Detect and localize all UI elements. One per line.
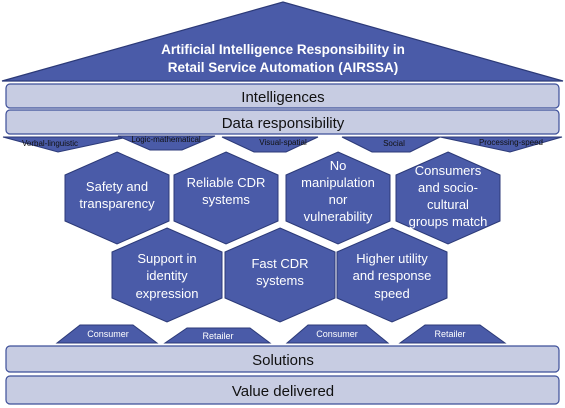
solutions-bar <box>5 345 560 373</box>
hex-fast-cdr-line2: systems <box>256 273 304 288</box>
intelligence-type-verbal: Verbal-linguistic <box>22 139 78 148</box>
intelligence-type-visual-shape <box>221 136 319 153</box>
value-delivered-bar <box>5 375 560 405</box>
stakeholder-consumer-1-shape <box>55 324 159 344</box>
hex-reliable-cdr-line1: Reliable CDR <box>187 175 266 190</box>
stakeholder-retailer-1: Retailer <box>202 331 233 341</box>
hex-safety <box>64 151 170 245</box>
hex-higher-utility-line2: and response <box>353 268 432 283</box>
roof-title-line2: Retail Service Automation (AIRSSA) <box>168 60 399 75</box>
intelligence-type-logic: Logic-mathematical <box>131 135 201 144</box>
hex-no-manipulation-line4: vulnerability <box>304 209 373 224</box>
hex-consumers-match-line4: groups match <box>409 214 488 229</box>
stakeholder-consumer-2-shape <box>285 324 390 344</box>
stakeholder-retailer-2-shape <box>398 324 507 344</box>
solutions-label: Solutions <box>252 352 314 369</box>
hex-consumers-match-line3: cultural <box>427 197 469 212</box>
hex-higher-utility-line1: Higher utility <box>356 251 428 266</box>
intelligence-type-verbal-shape <box>2 136 129 153</box>
hex-identity-expression-line3: expression <box>136 286 199 301</box>
stakeholder-consumer-1: Consumer <box>87 329 129 339</box>
roof <box>1 1 564 82</box>
hex-higher-utility-line3: speed <box>374 286 409 301</box>
intelligence-type-processing: Processing-speed <box>479 138 543 147</box>
intelligences-bar <box>5 83 560 109</box>
hex-identity-expression-line1: Support in <box>137 251 196 266</box>
hex-fast-cdr <box>224 227 336 323</box>
intelligence-type-processing-shape <box>439 136 563 153</box>
data-responsibility-label: Data responsibility <box>222 115 345 132</box>
hex-identity-expression <box>111 227 223 323</box>
hex-safety-line1: Safety and <box>86 179 148 194</box>
stakeholder-consumer-2: Consumer <box>316 329 358 339</box>
hex-consumers-match-line2: and socio- <box>418 180 478 195</box>
hex-no-manipulation <box>285 151 391 245</box>
data-responsibility-bar <box>5 109 560 135</box>
hex-no-manipulation-line3: nor <box>329 192 348 207</box>
hex-identity-expression-line2: identity <box>146 268 188 283</box>
intelligence-type-social: Social <box>383 139 405 148</box>
intelligence-type-logic-shape <box>117 135 216 151</box>
intelligences-label: Intelligences <box>241 89 324 106</box>
intelligence-type-social-shape <box>341 136 441 153</box>
hex-fast-cdr-line1: Fast CDR <box>251 256 308 271</box>
roof-title-line1: Artificial Intelligence Responsibility i… <box>161 42 405 57</box>
intelligence-type-visual: Visual-spatial <box>259 138 307 147</box>
hex-reliable-cdr <box>173 151 279 245</box>
stakeholder-retailer-1-shape <box>163 327 272 344</box>
hex-consumers-match-line1: Consumers <box>415 163 482 178</box>
stakeholder-retailer-2: Retailer <box>434 329 465 339</box>
hex-consumers-match <box>395 151 501 245</box>
hex-safety-line2: transparency <box>79 196 155 211</box>
hex-reliable-cdr-line2: systems <box>202 192 250 207</box>
hex-no-manipulation-line1: No <box>330 158 347 173</box>
hex-higher-utility <box>336 227 448 323</box>
hex-no-manipulation-line2: manipulation <box>301 175 375 190</box>
value-delivered-label: Value delivered <box>232 383 334 400</box>
